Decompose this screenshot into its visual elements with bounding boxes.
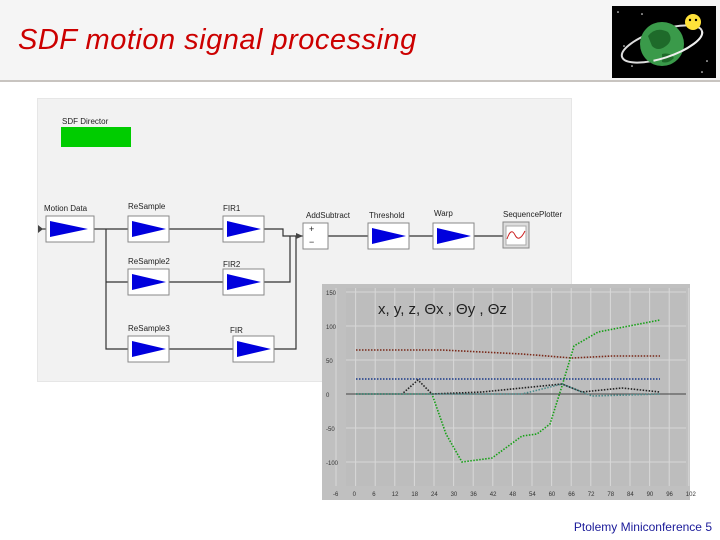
actor-label-add-subtract: AddSubtract bbox=[306, 211, 351, 220]
wires bbox=[38, 228, 503, 350]
sdf-director-icon[interactable] bbox=[61, 127, 131, 147]
actor-arrow-icon bbox=[372, 228, 406, 244]
plot-y-ticks: 150 100 50 0 -50 -100 bbox=[326, 291, 339, 467]
slide-footer: Ptolemy Miniconference 5 bbox=[573, 520, 712, 534]
actor-arrow-icon bbox=[132, 341, 166, 357]
actor-arrow-icon bbox=[227, 221, 261, 237]
actor-fir1[interactable]: FIR1 bbox=[222, 204, 265, 243]
x-tick-label: 12 bbox=[392, 492, 399, 498]
trace-brown bbox=[356, 349, 660, 359]
x-tick-label: 60 bbox=[549, 492, 556, 498]
actor-warp[interactable]: Warp bbox=[432, 209, 475, 250]
actor-label-sequence-plotter: SequencePlotter bbox=[503, 210, 562, 219]
actor-resample2[interactable]: ReSample2 bbox=[127, 257, 170, 296]
plot-x-ticks: -6 0 6 12 18 24 30 36 42 48 54 60 66 72 78 84 90 96 102 bbox=[333, 492, 696, 498]
trace-teal bbox=[356, 383, 661, 397]
actor-arrow-icon bbox=[132, 274, 166, 290]
actor-label-motion-data: Motion Data bbox=[44, 204, 88, 213]
plot-legend: x, y, z, Θx , Θy , Θz bbox=[378, 301, 507, 318]
plot-wave-icon bbox=[506, 230, 526, 240]
sequence-plot: 150 100 50 0 -50 -100 -6 0 6 12 18 24 30 36 42 48 54 60 6… bbox=[322, 284, 696, 500]
x-tick-label: 66 bbox=[568, 492, 575, 498]
slide-title: SDF motion signal processing bbox=[18, 24, 417, 56]
y-tick-label: 0 bbox=[326, 393, 330, 399]
y-tick-label: -100 bbox=[326, 461, 339, 467]
actor-arrow-icon bbox=[227, 274, 261, 290]
actor-fir[interactable]: FIR bbox=[230, 326, 275, 363]
actor-resample[interactable]: ReSample bbox=[127, 202, 170, 243]
trace-black bbox=[356, 378, 661, 395]
y-tick-label: 100 bbox=[326, 325, 337, 331]
x-tick-label: 78 bbox=[607, 492, 614, 498]
x-tick-label: 42 bbox=[490, 492, 497, 498]
x-tick-label: 90 bbox=[647, 492, 654, 498]
actor-add-subtract[interactable]: AddSubtract + − bbox=[302, 211, 351, 250]
actor-fir2[interactable]: FIR2 bbox=[222, 260, 265, 296]
plus-sign: + bbox=[309, 224, 314, 234]
minus-sign: − bbox=[309, 237, 314, 247]
title-bar: SDF motion signal processing bbox=[0, 0, 720, 82]
sdf-director-text: SDF Director bbox=[62, 117, 109, 126]
actor-resample3[interactable]: ReSample3 bbox=[127, 324, 170, 363]
x-tick-label: 102 bbox=[686, 492, 697, 498]
x-tick-label: 36 bbox=[470, 492, 477, 498]
actor-arrow-icon bbox=[132, 221, 166, 237]
x-tick-label: 84 bbox=[627, 492, 634, 498]
x-tick-label: 30 bbox=[451, 492, 458, 498]
x-tick-label: -6 bbox=[333, 492, 339, 498]
actor-label-fir: FIR bbox=[230, 326, 243, 335]
x-tick-label: 6 bbox=[372, 492, 376, 498]
x-tick-label: 48 bbox=[509, 492, 516, 498]
actor-arrow-icon bbox=[237, 341, 271, 357]
actor-threshold[interactable]: Threshold bbox=[367, 211, 410, 250]
actor-label-warp: Warp bbox=[434, 209, 453, 218]
y-tick-label: 150 bbox=[326, 291, 337, 297]
x-tick-label: 0 bbox=[353, 492, 357, 498]
actor-motion-data[interactable]: Motion Data bbox=[44, 204, 95, 243]
actor-label-threshold: Threshold bbox=[369, 211, 405, 220]
actor-label-fir1: FIR1 bbox=[223, 204, 241, 213]
trace-green bbox=[356, 319, 661, 463]
x-tick-label: 54 bbox=[529, 492, 536, 498]
actor-label-resample: ReSample bbox=[128, 202, 166, 211]
x-tick-label: 72 bbox=[588, 492, 595, 498]
x-tick-label: 24 bbox=[431, 492, 438, 498]
plot-curves bbox=[356, 319, 661, 463]
y-tick-label: 50 bbox=[326, 359, 333, 365]
actor-label-fir2: FIR2 bbox=[223, 260, 241, 269]
x-tick-label: 18 bbox=[411, 492, 418, 498]
x-tick-label: 96 bbox=[666, 492, 673, 498]
actor-label-resample3: ReSample3 bbox=[128, 324, 170, 333]
y-tick-label: -50 bbox=[326, 427, 335, 433]
ptolemy-logo bbox=[612, 6, 716, 78]
actor-arrow-icon bbox=[437, 228, 471, 244]
actor-sequence-plotter[interactable]: SequencePlotter bbox=[502, 210, 562, 249]
actor-label-resample2: ReSample2 bbox=[128, 257, 170, 266]
actor-arrow-icon bbox=[50, 221, 88, 237]
